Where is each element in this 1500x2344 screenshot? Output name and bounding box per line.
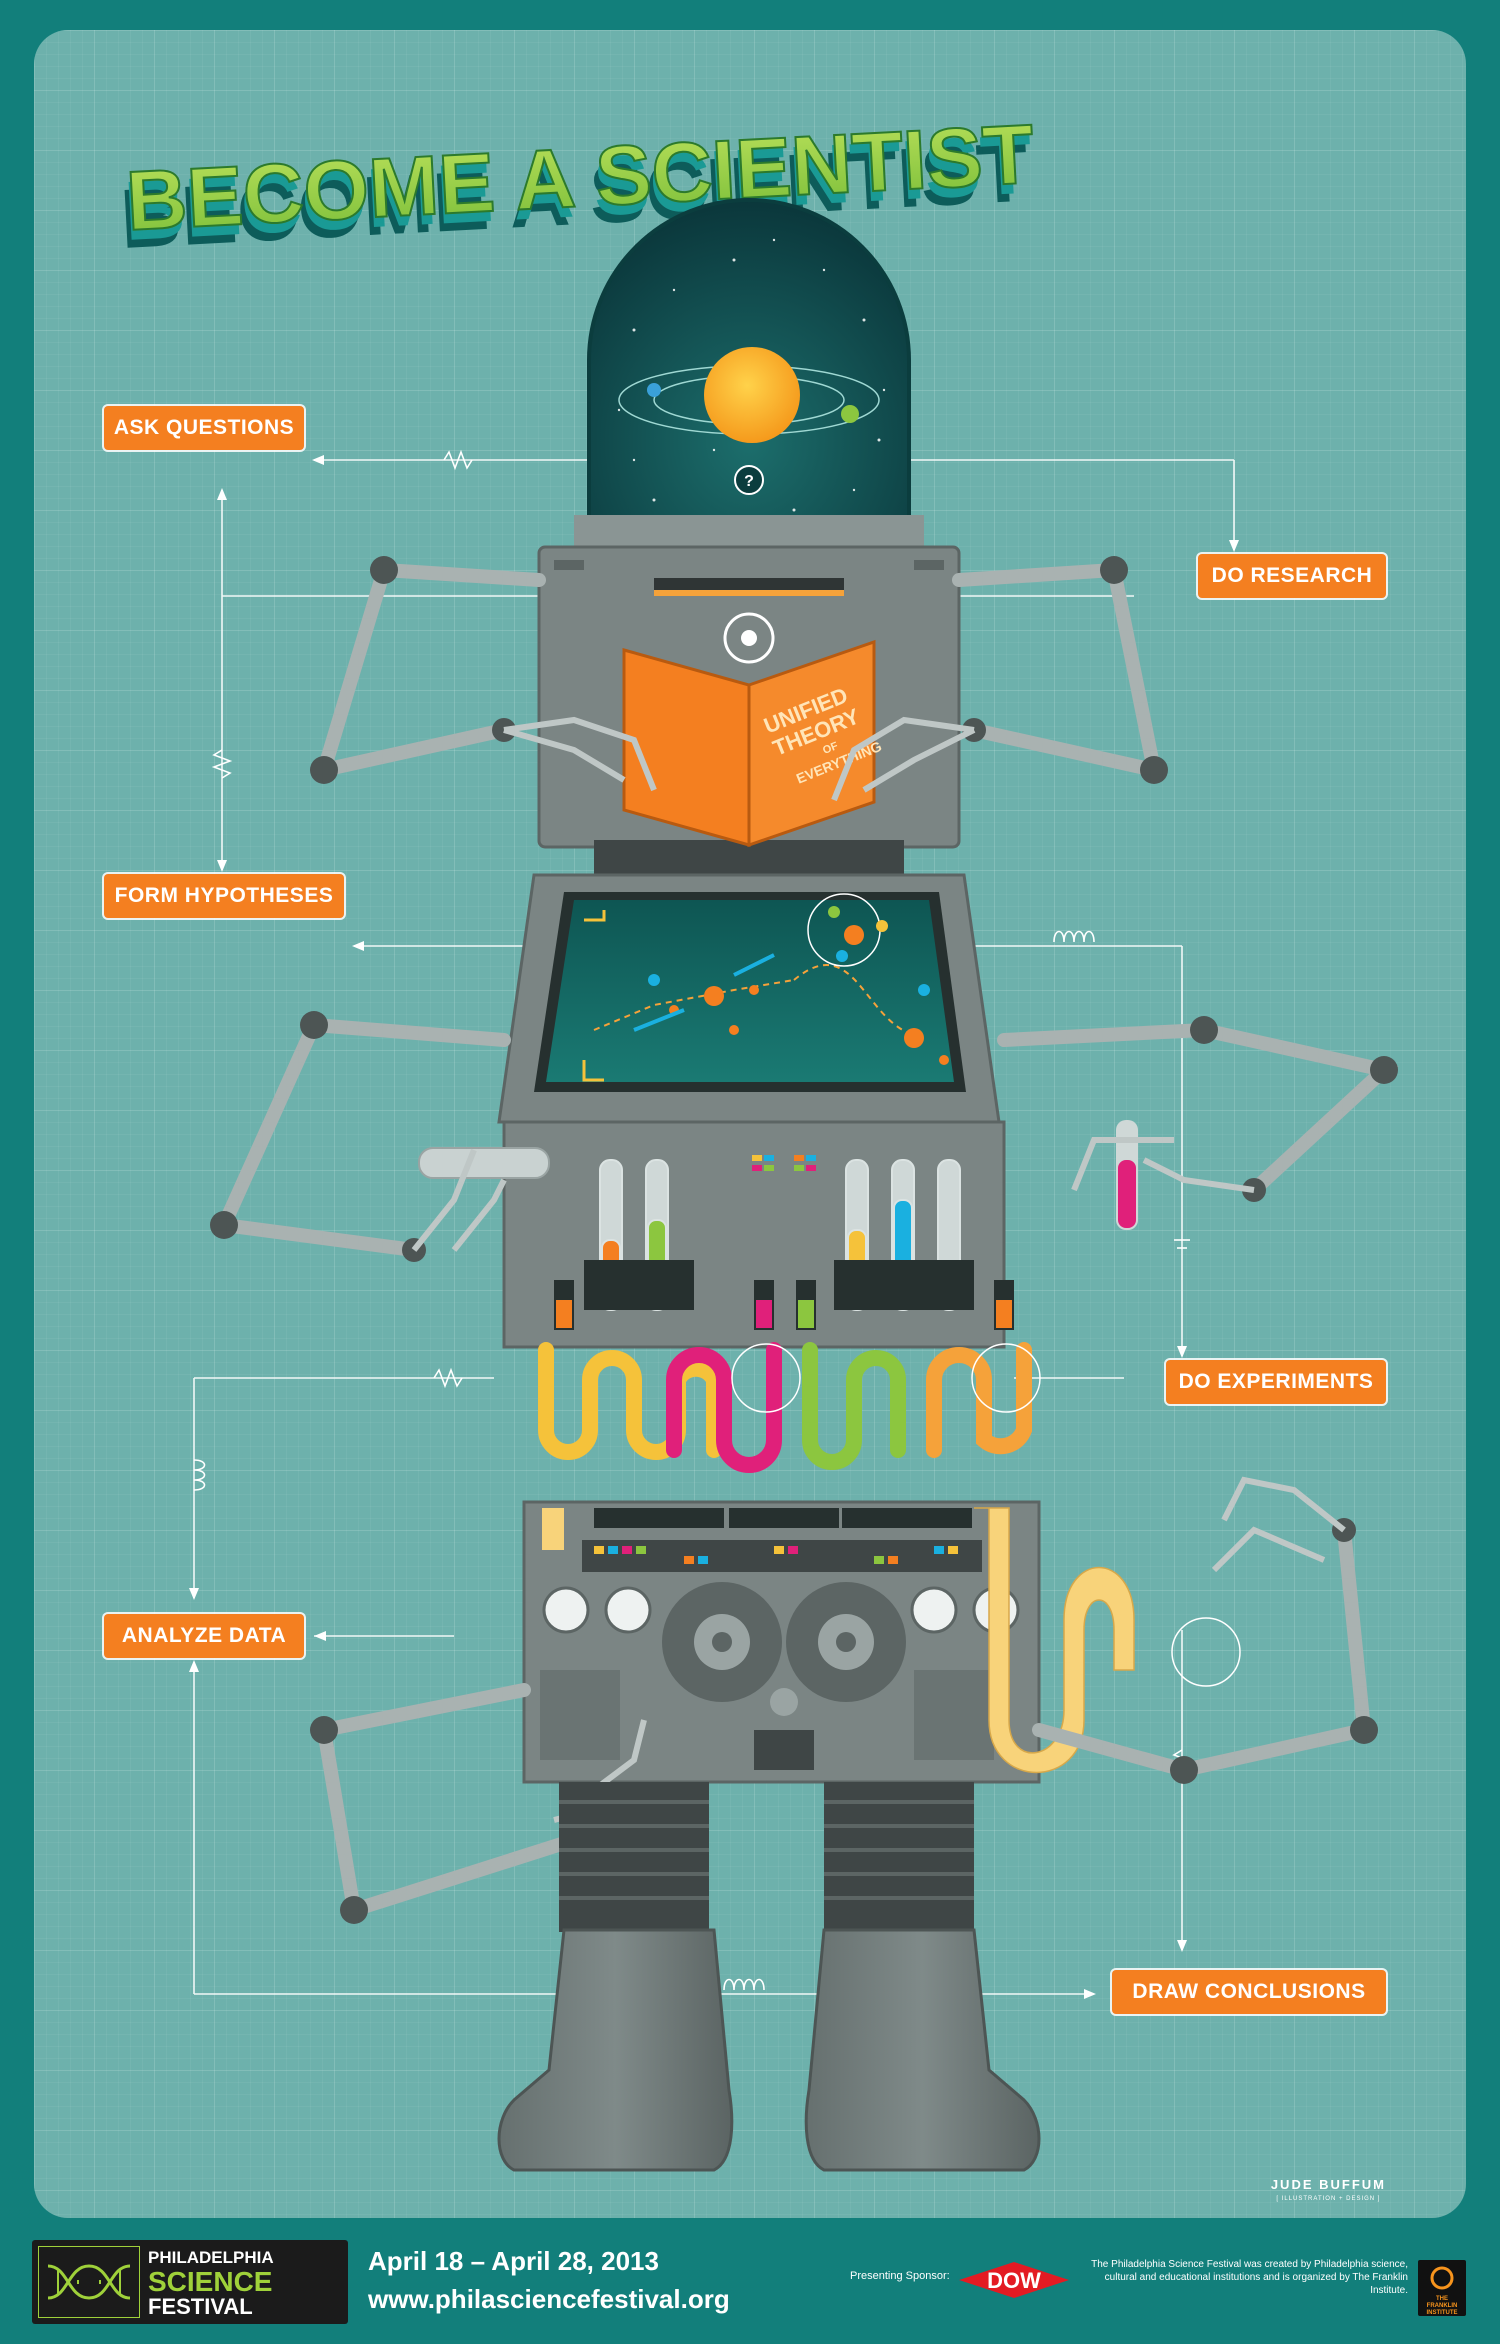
- sponsor-label: Presenting Sponsor:: [850, 2270, 950, 2282]
- festival-wordmark: PHILADELPHIA SCIENCE FESTIVAL: [144, 2246, 340, 2319]
- poster: BECOME A SCIENTIST BECOME A SCIENTIST BE…: [34, 30, 1466, 2218]
- form-hypotheses-label: FORM HYPOTHESES: [104, 874, 344, 918]
- robot-illustration: BECOME A SCIENTIST BECOME A SCIENTIST BE…: [118, 106, 1399, 2172]
- do-research-label: DO RESEARCH: [1198, 554, 1386, 598]
- festival-line-2: SCIENCE: [148, 2266, 273, 2297]
- robot-torso: [497, 873, 1001, 1124]
- festival-dates: April 18 – April 28, 2013: [368, 2246, 659, 2276]
- illustrator-role: [ ILLUSTRATION + DESIGN ]: [1276, 2196, 1381, 2202]
- festival-logo: PHILADELPHIA SCIENCE FESTIVAL: [32, 2240, 348, 2324]
- sponsor-name: DOW: [987, 2268, 1041, 2293]
- upper-arms: [313, 562, 1163, 780]
- eye-icon: [723, 612, 775, 664]
- analyze-data-label: ANALYZE DATA: [104, 1614, 304, 1658]
- organizer-note: The Philadelphia Science Festival was cr…: [1091, 2259, 1408, 2296]
- flow-arrows: [189, 455, 1239, 1999]
- title-art: BECOME A SCIENTIST BECOME A SCIENTIST BE…: [118, 106, 1037, 266]
- franklin-institute-name: THE FRANKLIN INSTITUTE: [1426, 2296, 1458, 2316]
- dna-icon: [38, 2246, 140, 2318]
- lower-arms: [315, 1523, 1372, 1920]
- test-tube-rack: [502, 1120, 1014, 1349]
- festival-line-3: FESTIVAL: [148, 2294, 253, 2319]
- question-icon: [734, 465, 764, 495]
- dome: ?: [587, 198, 911, 547]
- draw-conclusions-label: DRAW CONCLUSIONS: [1112, 1970, 1386, 2014]
- book-title-3: OF: [821, 740, 840, 757]
- illustrator-name: JUDE BUFFUM: [1270, 2177, 1386, 2192]
- franklin-institute-logo: THE FRANKLIN INSTITUTE: [1418, 2260, 1466, 2316]
- pipes: [538, 1342, 1041, 1473]
- festival-website-link[interactable]: www.philasciencefestival.org: [368, 2284, 730, 2314]
- footer: PHILADELPHIA SCIENCE FESTIVAL April 18 –…: [0, 2218, 1500, 2344]
- paper-tape: [542, 1508, 564, 1550]
- svg-text:?: ?: [744, 473, 754, 490]
- do-experiments-label: DO EXPERIMENTS: [1166, 1360, 1386, 1404]
- middle-arms: [213, 1017, 1399, 1257]
- festival-line-1: PHILADELPHIA: [148, 2248, 274, 2267]
- book: UNIFIED THEORY OF EVERYTHING: [622, 639, 884, 848]
- illustrator-credit: JUDE BUFFUM [ ILLUSTRATION + DESIGN ]: [1271, 2178, 1386, 2206]
- data-console: [522, 1500, 1041, 1784]
- franklin-sun-icon: [1430, 2266, 1454, 2290]
- robot-legs: [497, 1782, 1041, 2172]
- ask-questions-label: ASK QUESTIONS: [104, 406, 304, 450]
- dow-diamond-icon: DOW: [959, 2262, 1069, 2298]
